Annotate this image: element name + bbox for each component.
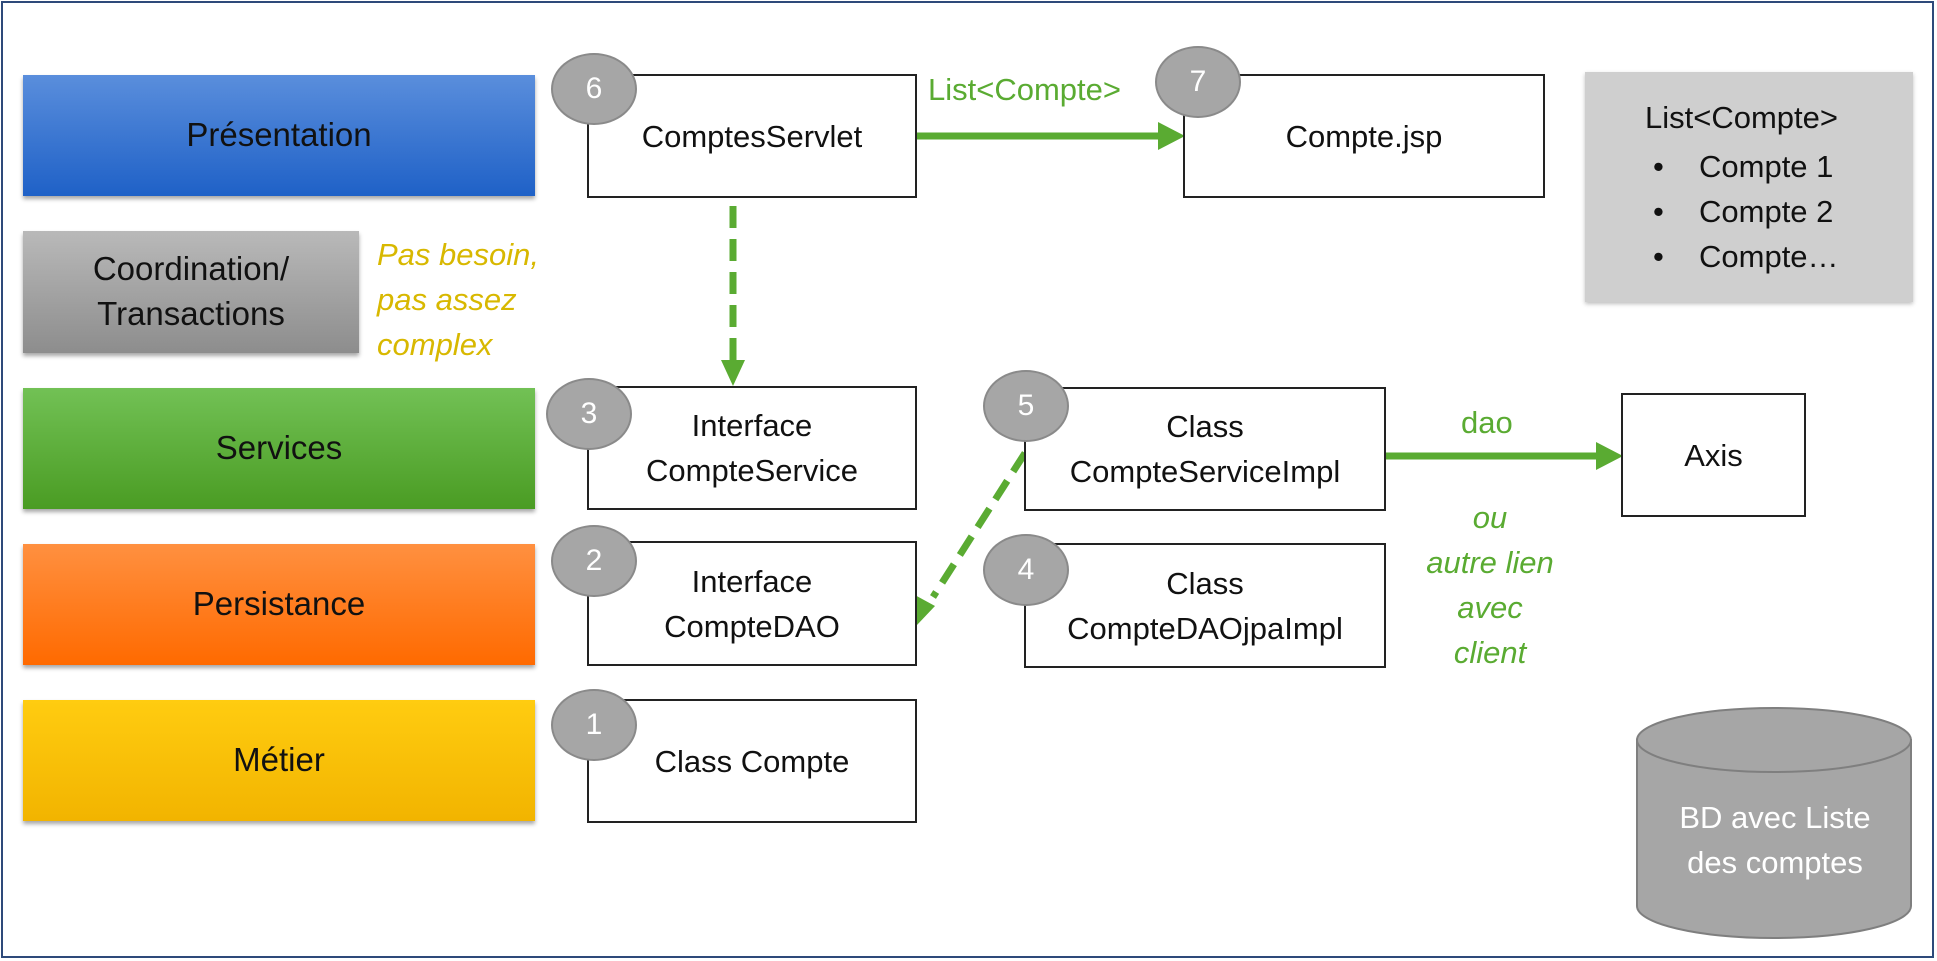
box-class-compte-dao-jpa-impl: Class CompteDAOjpaImpl: [1024, 543, 1386, 668]
step-badge-4: 4: [983, 534, 1069, 606]
layer-services-label: Services: [215, 429, 343, 467]
box-interface-compte-service-label-2: CompteService: [646, 453, 858, 488]
box-interface-compte-dao: Interface CompteDAO: [587, 541, 917, 666]
layer-coordination: Coordination/ Transactions: [23, 231, 359, 353]
box-class-compte-dao-jpa-impl-label-1: Class: [1166, 565, 1244, 601]
coordination-note-line-1: Pas besoin,: [377, 237, 539, 272]
client-link-note-line-2: autre lien: [1426, 545, 1554, 580]
box-class-compte-service-impl: Class CompteServiceImpl: [1024, 387, 1386, 511]
list-item-label: Compte 2: [1699, 194, 1834, 229]
layer-services: Services: [23, 388, 535, 509]
box-compte-jsp: Compte.jsp: [1183, 74, 1545, 198]
arrow-service-impl-to-interface-dao: [913, 451, 1028, 625]
client-link-note-line-1: ou: [1472, 500, 1508, 535]
box-class-compte-service-impl-label-1: Class: [1166, 409, 1244, 444]
step-badge-3: 3: [546, 378, 632, 450]
layer-presentation: Présentation: [23, 75, 535, 196]
coordination-note: Pas besoin, pas assez complex: [377, 232, 539, 367]
list-item: • Compte…: [1585, 234, 1839, 279]
list-compte-items: • Compte 1 • Compte 2 • Compte…: [1585, 144, 1839, 279]
layer-metier: Métier: [23, 700, 535, 821]
list-item-label: Compte 1: [1699, 149, 1834, 184]
database-label: BD avec Liste des comptes: [1640, 795, 1910, 885]
layer-coordination-label-1: Coordination/: [92, 250, 290, 288]
box-axis-label: Axis: [1684, 437, 1743, 473]
database-label-line-1: BD avec Liste: [1679, 800, 1871, 835]
coordination-note-line-3: complex: [377, 327, 493, 362]
arrow-servlet-to-interface-service: [721, 206, 745, 386]
box-axis: Axis: [1621, 393, 1806, 517]
coordination-note-line-2: pas assez: [377, 282, 517, 317]
box-class-compte-label: Class Compte: [654, 743, 850, 779]
layer-metier-label: Métier: [233, 741, 325, 779]
step-badge-6: 6: [551, 53, 637, 125]
box-class-compte: Class Compte: [587, 699, 917, 823]
step-badge-2: 2: [551, 525, 637, 597]
list-item: • Compte 2: [1585, 189, 1839, 234]
box-interface-compte-service-label-1: Interface: [691, 408, 813, 443]
bullet-icon: •: [1653, 149, 1664, 184]
list-item-label: Compte…: [1699, 239, 1839, 274]
box-compte-jsp-label: Compte.jsp: [1285, 118, 1443, 154]
arrow-servlet-to-jsp: [917, 122, 1185, 150]
layer-persistance-label: Persistance: [192, 585, 366, 623]
client-link-note: ou autre lien avec client: [1405, 495, 1575, 675]
step-badge-5: 5: [983, 370, 1069, 442]
bullet-icon: •: [1653, 194, 1664, 229]
list-item: • Compte 1: [1585, 144, 1839, 189]
layer-presentation-label: Présentation: [186, 116, 372, 154]
box-class-compte-service-impl-label-2: CompteServiceImpl: [1069, 454, 1341, 489]
list-compte-title: List<Compte>: [1645, 100, 1838, 135]
database-label-line-2: des comptes: [1687, 845, 1863, 880]
box-interface-compte-service: Interface CompteService: [587, 386, 917, 510]
box-interface-compte-dao-label-1: Interface: [691, 563, 813, 599]
client-link-note-line-3: avec: [1457, 590, 1523, 625]
box-comptes-servlet: ComptesServlet: [587, 74, 917, 198]
box-interface-compte-dao-label-2: CompteDAO: [664, 608, 840, 644]
box-comptes-servlet-label: ComptesServlet: [641, 118, 863, 154]
step-badge-1: 1: [551, 689, 637, 761]
box-class-compte-dao-jpa-impl-label-2: CompteDAOjpaImpl: [1067, 610, 1343, 646]
edge-label-dao: dao: [1461, 405, 1513, 440]
database-cylinder: [1636, 707, 1912, 939]
arrow-service-impl-to-axis: [1379, 442, 1623, 470]
list-compte-panel: List<Compte> • Compte 1 • Compte 2 • Compte…: [1585, 72, 1913, 302]
step-badge-7: 7: [1155, 46, 1241, 118]
layer-coordination-label-2: Transactions: [97, 295, 285, 332]
edge-label-list-compte: List<Compte>: [928, 72, 1121, 107]
bullet-icon: •: [1653, 239, 1664, 274]
client-link-note-line-4: client: [1453, 635, 1527, 670]
layer-persistance: Persistance: [23, 544, 535, 665]
